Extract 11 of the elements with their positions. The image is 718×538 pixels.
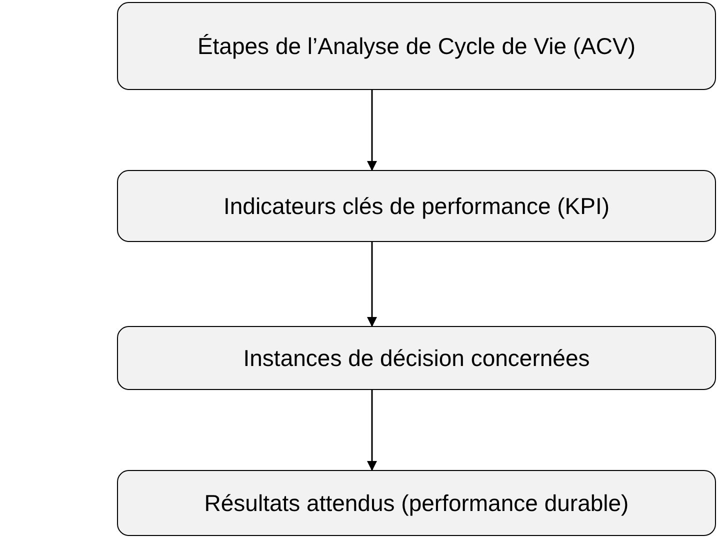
process-box — [117, 470, 716, 536]
process-box — [117, 2, 716, 90]
arrow — [367, 242, 377, 327]
box-label: Étapes de l’Analyse de Cycle de Vie (ACV) — [197, 32, 636, 61]
arrow — [367, 90, 377, 171]
box-label: Indicateurs clés de performance (KPI) — [223, 192, 610, 221]
box-label: Résultats attendus (performance durable) — [204, 488, 629, 518]
arrow — [367, 390, 377, 471]
process-box — [117, 170, 716, 242]
process-box — [117, 326, 716, 390]
box-label: Instances de décision concernées — [243, 344, 590, 373]
